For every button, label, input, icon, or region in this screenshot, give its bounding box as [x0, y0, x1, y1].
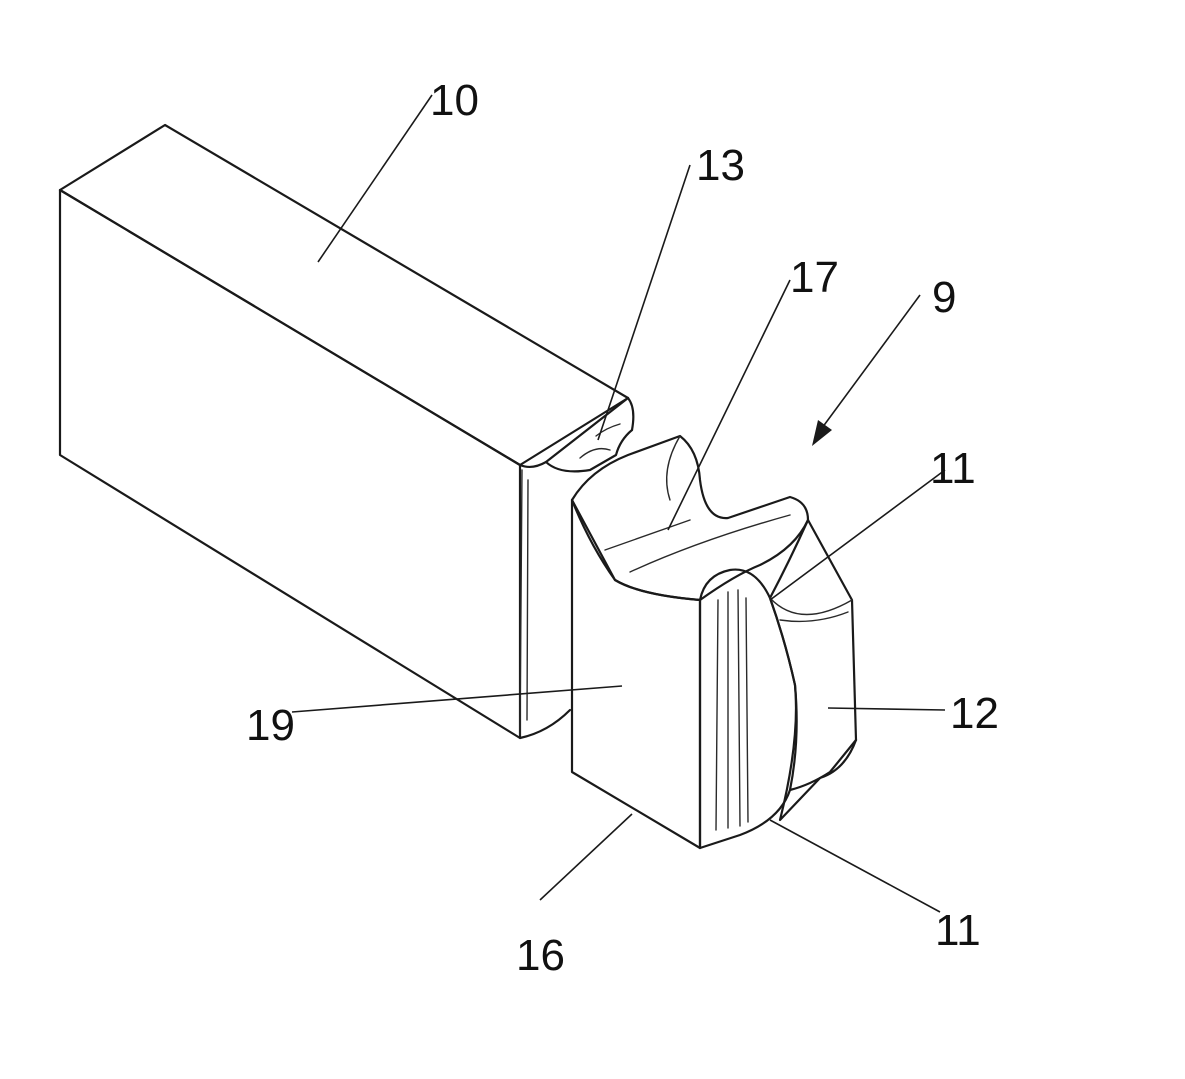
leader-lines: [292, 95, 945, 912]
leader-17: [668, 280, 790, 530]
leader-16: [540, 814, 632, 900]
label-9: 9: [932, 273, 956, 322]
tool-holder-shank: [60, 125, 633, 738]
label-11-top: 11: [930, 444, 976, 493]
reference-numerals: 10 13 17 9 11 12 19 11 16: [246, 76, 999, 980]
leader-9: [822, 295, 920, 428]
label-16: 16: [516, 931, 565, 980]
leader-12: [828, 708, 945, 710]
cutting-insert: [572, 436, 856, 848]
leader-11-top: [770, 470, 945, 600]
label-10: 10: [430, 76, 479, 125]
label-12: 12: [950, 689, 999, 738]
leader-13: [598, 165, 690, 440]
label-13: 13: [696, 141, 745, 190]
label-11-bottom: 11: [935, 906, 981, 955]
label-17: 17: [790, 253, 839, 302]
leader-11-bottom: [770, 820, 940, 912]
label-19: 19: [246, 701, 295, 750]
arrowhead-9: [812, 420, 832, 446]
leader-10: [318, 95, 432, 262]
